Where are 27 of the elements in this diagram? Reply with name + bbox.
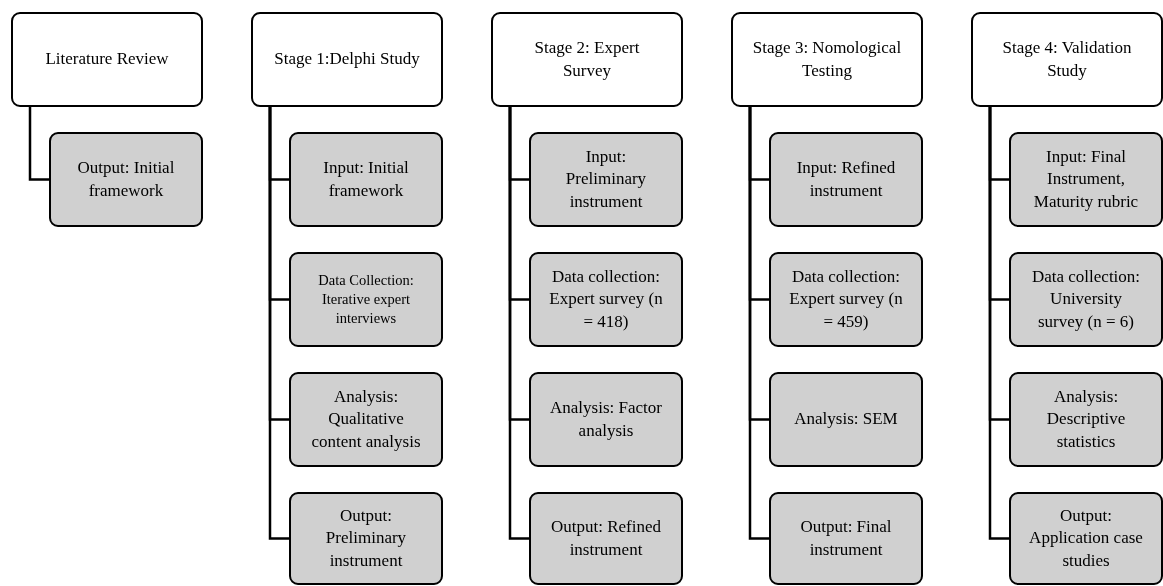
step-box: Output: Initial framework — [49, 132, 203, 227]
connector-line — [748, 107, 769, 540]
step-box: Output: Refined instrument — [529, 492, 683, 585]
step-box: Output: Application case studies — [1009, 492, 1163, 585]
step-box: Analysis: Descriptive statistics — [1009, 372, 1163, 467]
connector-line — [988, 107, 1009, 540]
stage-box: Stage 2: Expert Survey — [491, 12, 683, 107]
step-box: Data collection: University survey (n = 6) — [1009, 252, 1163, 347]
connector-line — [508, 107, 529, 540]
stage-box: Stage 3: Nomological Testing — [731, 12, 923, 107]
step-box: Analysis: Factor analysis — [529, 372, 683, 467]
step-box: Input: Refined instrument — [769, 132, 923, 227]
step-box: Data Collection: Iterative expert interviews — [289, 252, 443, 347]
step-box: Input: Preliminary instrument — [529, 132, 683, 227]
stage-box: Stage 4: Validation Study — [971, 12, 1163, 107]
stage-box: Literature Review — [11, 12, 203, 107]
step-box: Output: Final instrument — [769, 492, 923, 585]
step-box: Analysis: Qualitative content analysis — [289, 372, 443, 467]
stage-box: Stage 1:Delphi Study — [251, 12, 443, 107]
step-box: Input: Initial framework — [289, 132, 443, 227]
step-box: Input: Final Instrument, Maturity rubric — [1009, 132, 1163, 227]
step-box: Data collection: Expert survey (n = 418) — [529, 252, 683, 347]
step-box: Analysis: SEM — [769, 372, 923, 467]
connector-line — [268, 107, 289, 540]
step-box: Output: Preliminary instrument — [289, 492, 443, 585]
step-box: Data collection: Expert survey (n = 459) — [769, 252, 923, 347]
connector-line — [28, 107, 49, 181]
